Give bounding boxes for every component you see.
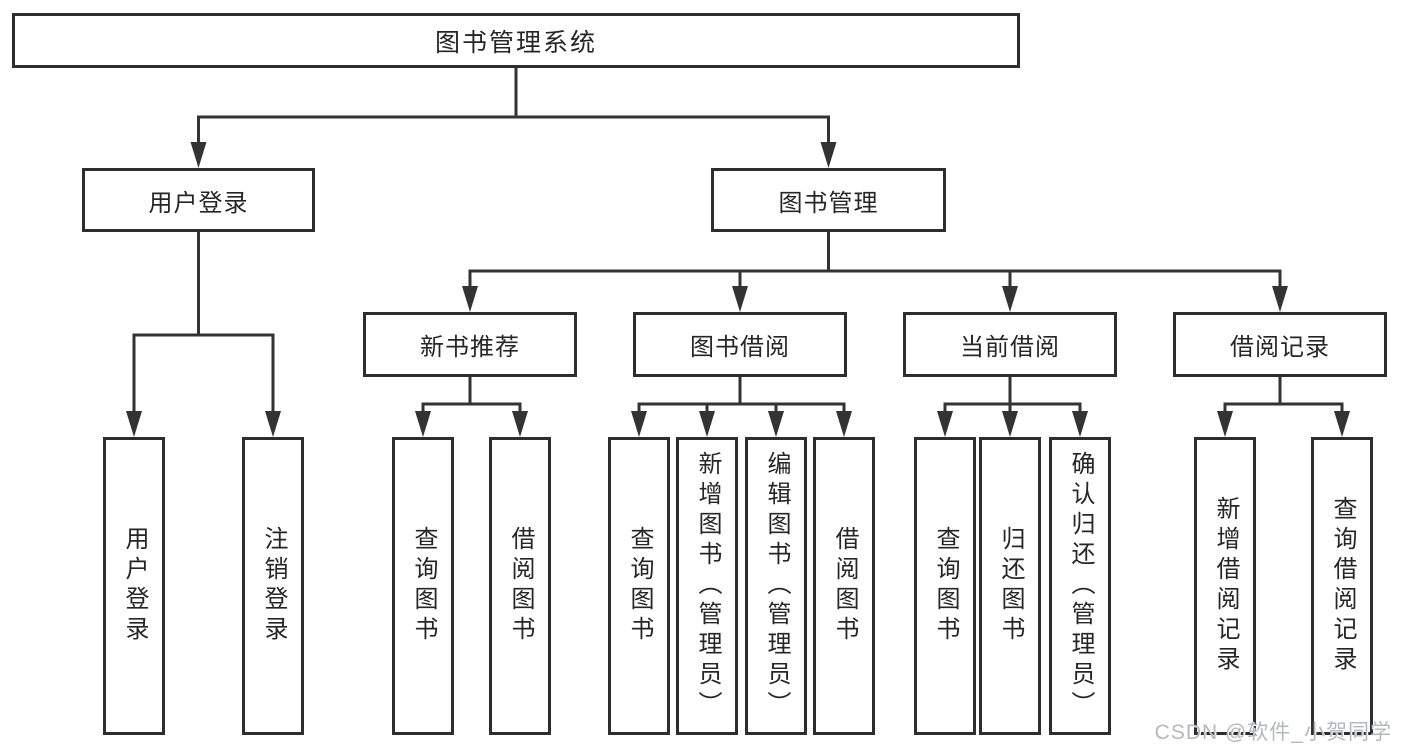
leaf-query-borrow-record: 查询借阅记录 xyxy=(1311,437,1373,735)
node-borrowing-records: 借阅记录 xyxy=(1173,312,1387,377)
leaf-borrowing-borrow-books-label: 借阅图书 xyxy=(831,526,858,646)
leaf-newbook-query-books-label: 查询图书 xyxy=(410,526,437,646)
csdn-watermark: CSDN @软件_小贺同学 xyxy=(1154,721,1392,744)
leaf-newbook-borrow-books: 借阅图书 xyxy=(489,437,551,735)
node-book-borrowing-label: 图书借阅 xyxy=(690,334,790,361)
node-user-login-label: 用户登录 xyxy=(148,189,249,217)
leaf-add-borrow-record-label: 新增借阅记录 xyxy=(1212,496,1239,676)
node-new-book-recommendation-label: 新书推荐 xyxy=(420,334,520,361)
leaf-newbook-borrow-books-label: 借阅图书 xyxy=(507,526,534,646)
node-current-borrowing-label: 当前借阅 xyxy=(960,334,1060,361)
node-book-management-label: 图书管理 xyxy=(778,189,879,217)
leaf-query-borrow-record-label: 查询借阅记录 xyxy=(1329,496,1356,676)
leaf-add-book-admin-label: 新增图书（管理员） xyxy=(694,451,721,721)
leaf-add-borrow-record: 新增借阅记录 xyxy=(1194,437,1256,735)
leaf-current-query-books: 查询图书 xyxy=(914,437,976,735)
node-book-management: 图书管理 xyxy=(711,168,946,232)
node-book-management-system: 图书管理系统 xyxy=(12,13,1020,68)
node-borrowing-records-label: 借阅记录 xyxy=(1230,334,1330,361)
node-user-login: 用户登录 xyxy=(82,168,315,232)
leaf-borrowing-query-books: 查询图书 xyxy=(608,437,670,735)
node-new-book-recommendation: 新书推荐 xyxy=(363,312,577,377)
node-book-borrowing: 图书借阅 xyxy=(633,312,847,377)
leaf-current-query-books-label: 查询图书 xyxy=(932,526,959,646)
leaf-user-login: 用户登录 xyxy=(103,437,165,735)
leaf-add-book-admin: 新增图书（管理员） xyxy=(676,437,738,735)
leaf-logout: 注销登录 xyxy=(242,437,304,735)
leaf-logout-label: 注销登录 xyxy=(260,526,287,646)
leaf-edit-book-admin-label: 编辑图书（管理员） xyxy=(763,451,790,721)
leaf-borrowing-borrow-books: 借阅图书 xyxy=(813,437,875,735)
leaf-return-books-label: 归还图书 xyxy=(997,526,1024,646)
leaf-confirm-return-admin-label: 确认归还（管理员） xyxy=(1067,451,1094,721)
node-book-management-system-label: 图书管理系统 xyxy=(434,28,597,57)
node-current-borrowing: 当前借阅 xyxy=(903,312,1117,377)
leaf-confirm-return-admin: 确认归还（管理员） xyxy=(1049,437,1111,735)
leaf-return-books: 归还图书 xyxy=(979,437,1041,735)
arrowhead-icons xyxy=(126,142,1350,437)
leaf-user-login-label: 用户登录 xyxy=(121,526,148,646)
leaf-borrowing-query-books-label: 查询图书 xyxy=(626,526,653,646)
leaf-newbook-query-books: 查询图书 xyxy=(392,437,454,735)
leaf-edit-book-admin: 编辑图书（管理员） xyxy=(745,437,807,735)
